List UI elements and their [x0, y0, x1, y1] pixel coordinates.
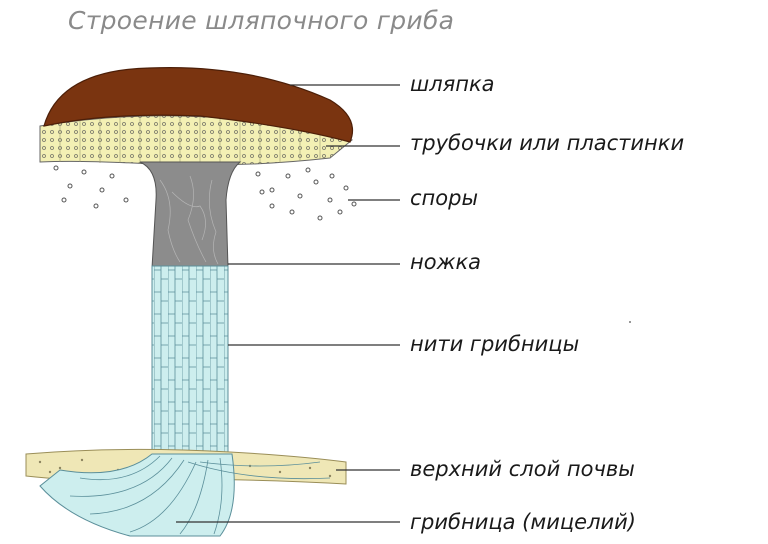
- label-spores: споры: [410, 188, 478, 209]
- label-soil: верхний слой почвы: [410, 459, 635, 480]
- label-stem: ножка: [410, 252, 481, 273]
- label-cap: шляпка: [410, 74, 495, 95]
- label-hyphae: нити грибницы: [410, 334, 579, 355]
- label-mycelium: грибница (мицелий): [410, 512, 636, 533]
- label-tubes: трубочки или пластинки: [410, 133, 684, 154]
- stem-hyphae: [152, 266, 228, 456]
